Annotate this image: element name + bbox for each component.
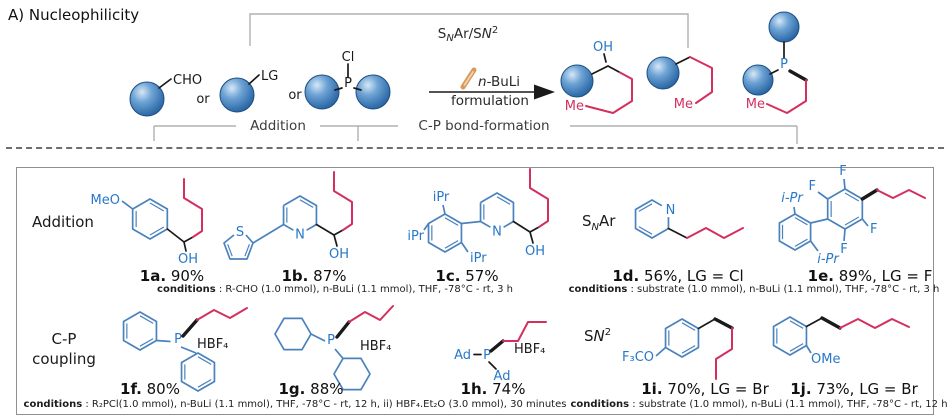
- scheme-top: CHO or LG or P Cl SNAr/SN2: [129, 11, 808, 144]
- reagent-label: n-BuLi: [478, 74, 520, 90]
- sphere-icon: [768, 11, 800, 43]
- arrowhead-icon: [534, 84, 555, 100]
- sphere-icon: [304, 74, 340, 110]
- route-bracket: SNAr/SN2: [249, 13, 689, 48]
- me-label: Me: [746, 97, 765, 112]
- addition-bracket-label: Addition: [236, 119, 320, 134]
- lg-label: LG: [261, 69, 278, 84]
- dashed-separator: [6, 147, 944, 149]
- or-text-1: or: [196, 92, 210, 107]
- cho-label: CHO: [173, 73, 202, 88]
- cl-atom-label: Cl: [342, 50, 355, 65]
- product-alcohol: OH Me: [560, 40, 633, 114]
- sphere-icon: [355, 74, 391, 110]
- sphere-icon: [742, 64, 774, 96]
- substrate-halide: LG: [219, 69, 278, 113]
- cp-bracket-label: C-P bond-formation: [398, 119, 570, 134]
- product-phosphine: P Me: [742, 11, 808, 114]
- results-box: [16, 167, 934, 415]
- wax-stick-icon: [460, 67, 477, 90]
- sphere-icon: [646, 56, 680, 90]
- panel-title: A) Nucleophilicity: [8, 6, 140, 24]
- reaction-arrow: n-BuLi formulation: [429, 67, 555, 109]
- substrate-aldehyde: CHO: [129, 73, 202, 117]
- p-atom-label: P: [344, 76, 352, 91]
- product-alkyl: Me: [646, 56, 713, 112]
- sphere-icon: [129, 81, 165, 117]
- substrate-chlorophosphine: P Cl: [304, 50, 391, 110]
- route-label: SNAr/SN2: [438, 25, 498, 44]
- me-label: Me: [674, 97, 693, 112]
- oh-label: OH: [593, 40, 613, 55]
- sphere-icon: [560, 64, 594, 98]
- p-atom-label: P: [780, 57, 788, 72]
- sphere-icon: [219, 77, 255, 113]
- formulation-label: formulation: [451, 93, 529, 109]
- or-text-2: or: [288, 88, 302, 103]
- bottom-brackets: [153, 125, 798, 144]
- me-label: Me: [565, 99, 584, 114]
